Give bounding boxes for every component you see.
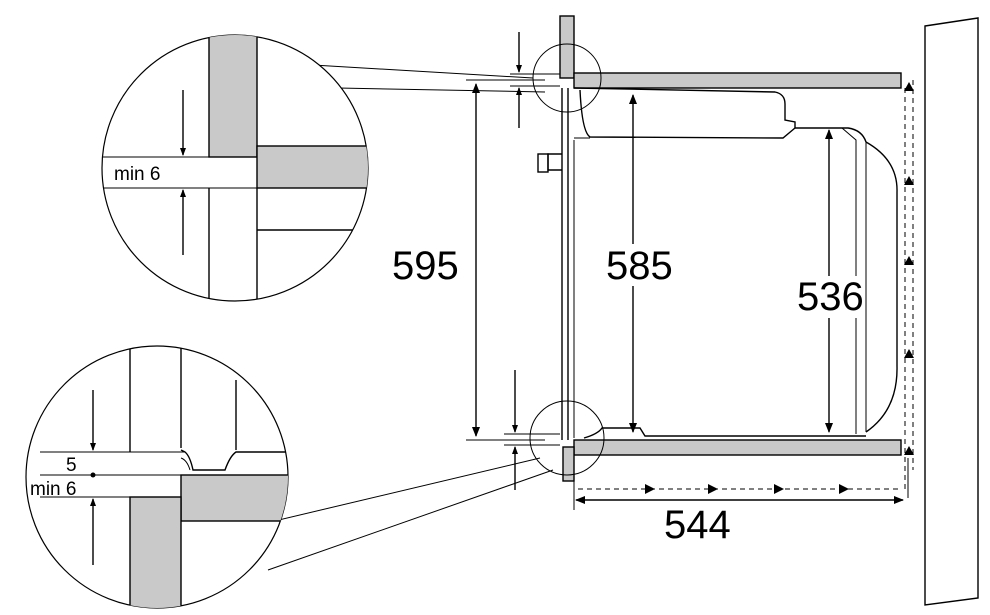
depth-value: 544 xyxy=(664,503,731,547)
cavity-height-dimension: 536 xyxy=(796,129,864,433)
cabinet-top-panel xyxy=(559,15,902,89)
bottom-step-label: 5 xyxy=(66,455,77,476)
detail-top: min 6 xyxy=(101,34,369,302)
inner-height-dimension: 585 xyxy=(604,94,673,433)
height-cavity-value: 536 xyxy=(797,275,864,319)
height-total-value: 595 xyxy=(392,244,459,288)
detail-markers xyxy=(244,43,605,571)
cabinet-bottom-panel xyxy=(562,439,902,482)
top-gap-arrows xyxy=(510,32,560,128)
height-inner-value: 585 xyxy=(606,244,673,288)
depth-dimension: 544 xyxy=(573,458,909,547)
bottom-gap-label: min 6 xyxy=(30,479,76,500)
rear-clearance-arrows xyxy=(904,80,914,490)
top-gap-label: min 6 xyxy=(114,164,160,185)
total-height-dimension: 595 xyxy=(392,79,545,441)
oven-outline xyxy=(537,87,898,440)
rear-wall xyxy=(924,17,979,606)
detail-bottom: 5 min 6 xyxy=(25,345,289,609)
